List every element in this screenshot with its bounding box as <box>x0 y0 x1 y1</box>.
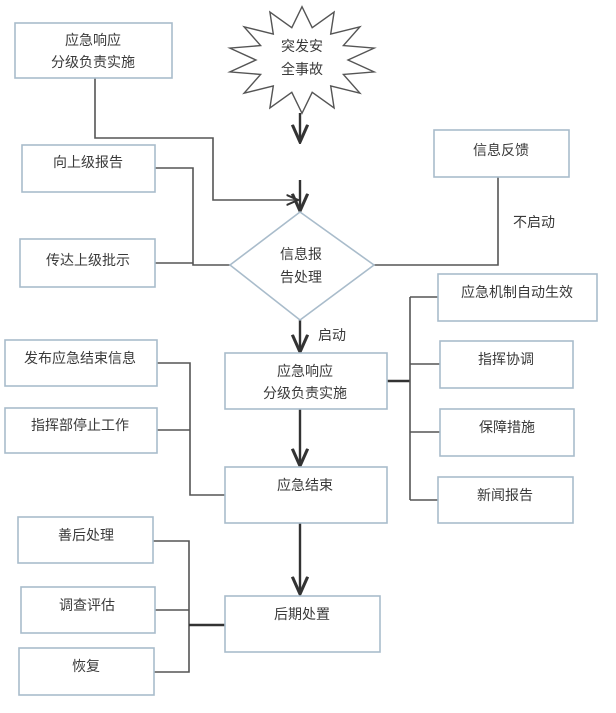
edge-report-up <box>155 167 230 266</box>
start-event-line-1: 突发安 <box>281 39 323 55</box>
node-mechanism: 应急机制自动生效 <box>437 273 598 322</box>
label-start: 启动 <box>318 328 346 344</box>
node-top-response-line-2: 分级负责实施 <box>51 55 135 71</box>
edge-top-response-to-decision <box>94 78 298 200</box>
node-aftermath-label: 善后处理 <box>58 528 114 544</box>
node-mechanism-label: 应急机制自动生效 <box>461 284 573 301</box>
node-post: 后期处置 <box>224 595 381 653</box>
node-recover-label: 恢复 <box>72 658 100 675</box>
node-end-label: 应急结束 <box>277 477 333 494</box>
node-feedback-label: 信息反馈 <box>473 142 529 159</box>
node-relay-instructions: 传达上级批示 <box>19 238 156 288</box>
node-recover: 恢复 <box>18 647 155 696</box>
node-investigate-label: 调查评估 <box>59 598 115 614</box>
node-report-up: 向上级报告 <box>21 144 156 193</box>
node-investigate: 调查评估 <box>20 586 156 634</box>
node-news: 新闻报告 <box>437 476 574 524</box>
node-command-label: 指挥协调 <box>478 352 534 368</box>
decision-node: 信息报 告处理 <box>228 211 376 322</box>
start-event-line-2: 全事故 <box>281 61 323 78</box>
node-response-line-1: 应急响应 <box>277 363 333 380</box>
node-publish-end: 发布应急结束信息 <box>4 339 158 387</box>
label-no-start: 不启动 <box>513 215 555 231</box>
node-relay-instructions-label: 传达上级批示 <box>46 253 130 269</box>
diamond-shape <box>228 211 376 322</box>
node-stop-work: 指挥部停止工作 <box>4 407 158 454</box>
node-aftermath: 善后处理 <box>17 516 154 564</box>
edge-no-start <box>374 177 499 266</box>
start-event-node: 突发安 全事故 <box>227 5 377 115</box>
node-safeguard-label: 保障措施 <box>479 420 535 436</box>
decision-line-2: 告处理 <box>280 270 322 286</box>
node-stop-work-label: 指挥部停止工作 <box>31 417 129 434</box>
node-top-response-line-1: 应急响应 <box>65 32 121 49</box>
node-response: 应急响应 分级负责实施 <box>224 352 388 410</box>
edge-publish-end <box>157 362 225 496</box>
node-safeguard: 保障措施 <box>439 408 575 457</box>
node-post-label: 后期处置 <box>274 607 330 623</box>
starburst-shape <box>227 5 377 115</box>
edge-aftermath <box>153 540 190 673</box>
node-publish-end-label: 发布应急结束信息 <box>24 350 136 367</box>
node-news-label: 新闻报告 <box>477 488 533 504</box>
node-end: 应急结束 <box>224 466 388 524</box>
node-response-line-2: 分级负责实施 <box>263 386 347 402</box>
node-feedback: 信息反馈 <box>433 129 570 178</box>
node-report-up-label: 向上级报告 <box>53 155 123 171</box>
decision-line-1: 信息报 <box>280 246 322 263</box>
node-command: 指挥协调 <box>439 340 574 389</box>
node-top-response: 应急响应 分级负责实施 <box>14 22 173 79</box>
